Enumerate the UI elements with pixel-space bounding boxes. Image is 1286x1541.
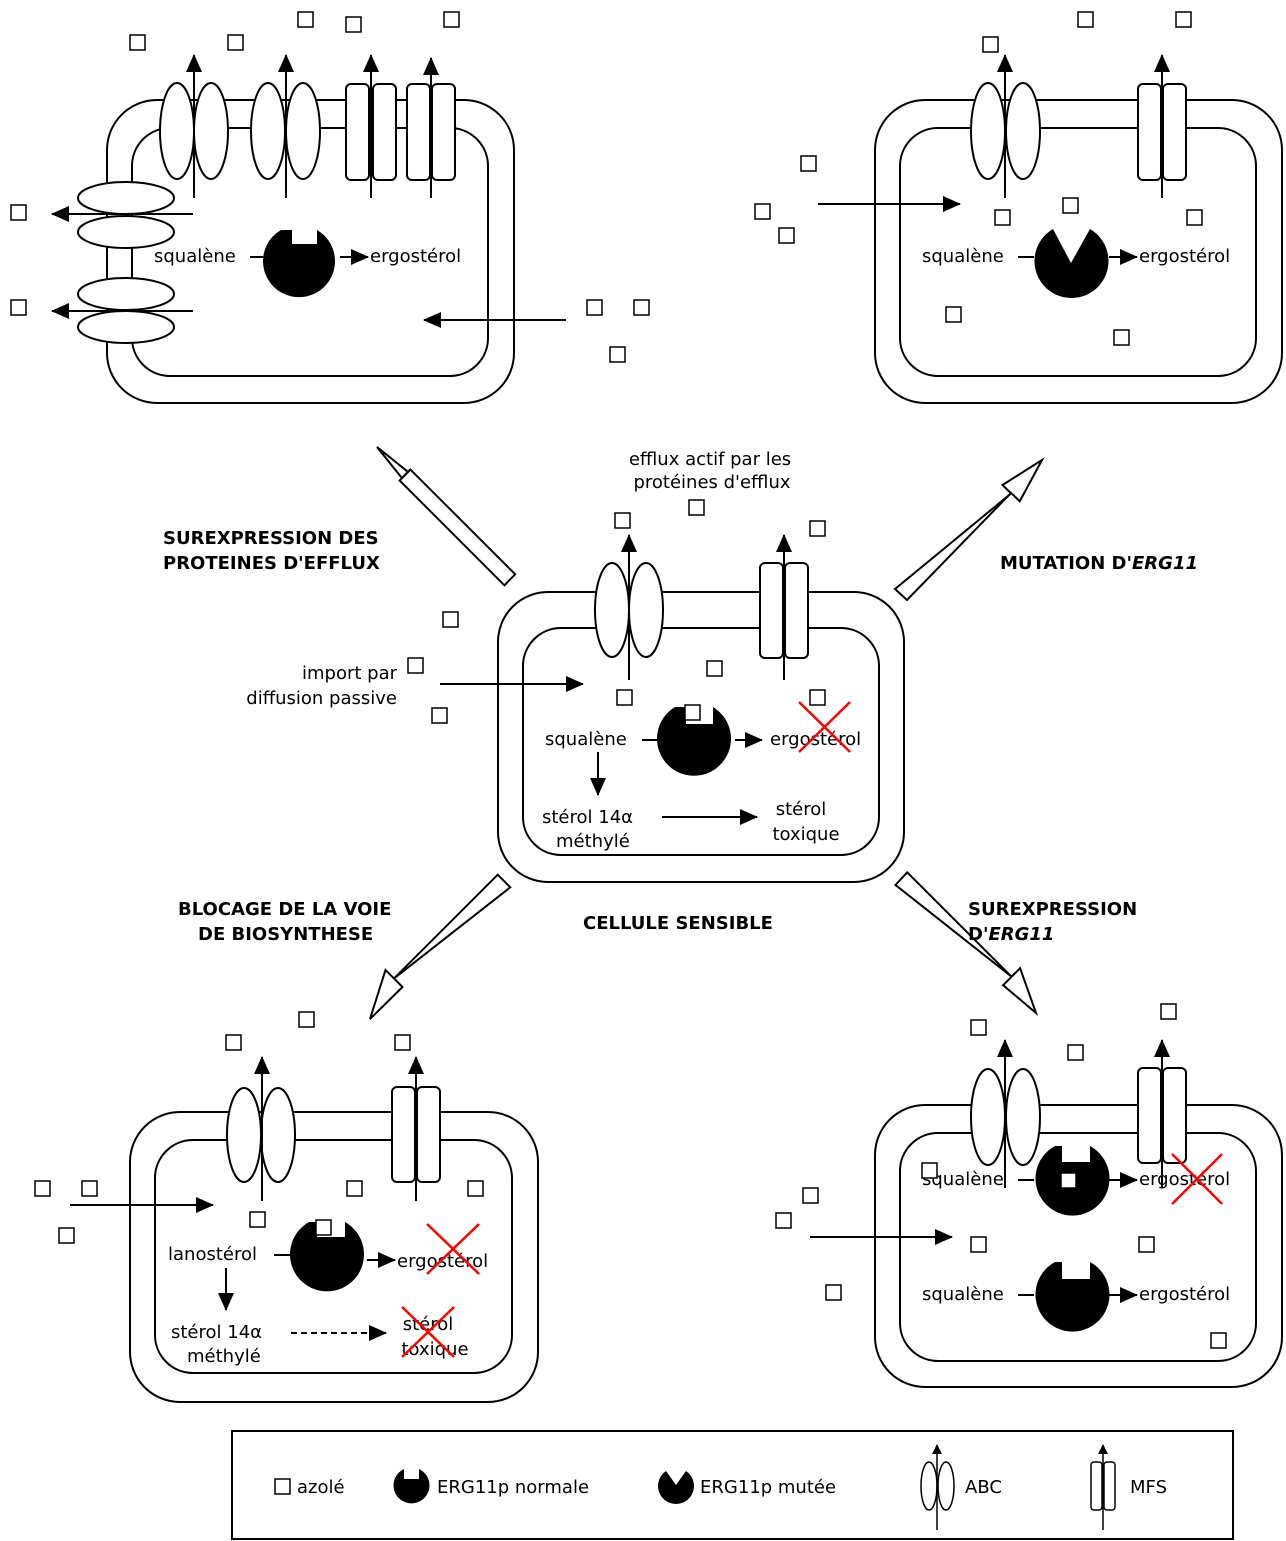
label-efflux-line1: efflux actif par les [629,449,791,470]
label-squalene: squalène [545,729,627,750]
azole-icon [754,11,1203,346]
legend: azolé ERG11p normale ERG11p mutée ABC MF… [231,1430,1234,1540]
label-sterol-14a-line1: stérol 14α [171,1322,262,1343]
label-sterol-toxic-line1: stérol [776,799,827,820]
erg11p-mutant-icon [1034,229,1109,299]
azole-icon [684,704,701,721]
label-sterol-14a-line2: méthylé [556,831,630,852]
label-import-line1: import par [302,663,398,684]
label-ergosterol: ergostérol [397,1251,488,1272]
label-sterol-14a-line1: stérol 14α [542,807,633,828]
mfs-transporter [406,57,456,198]
title-block-line2: DE BIOSYNTHESE [198,924,373,945]
label-squalene: squalène [154,246,236,267]
mfs-transporter-icon [1090,1444,1116,1530]
cross-icon [1171,1153,1223,1205]
abc-transporter [226,1056,296,1201]
label-squalene: squalène [922,1284,1004,1305]
abc-transporter [594,534,664,680]
cell-efflux-overexpression: squalène ergostérol [10,11,650,404]
abc-transporter-icon [920,1444,955,1530]
mfs-transporter [345,54,397,198]
legend-azole-label: azolé [297,1477,345,1498]
title-efflux-line1: SUREXPRESSION DES [163,528,379,549]
label-squalene: squalène [922,1169,1004,1190]
abc-transporter [250,54,321,198]
title-sensitive: CELLULE SENSIBLE [583,913,773,934]
azole-icon [315,1219,332,1236]
erg11p-normal-icon [1035,1262,1110,1332]
label-ergosterol: ergostérol [1139,246,1230,267]
legend-erg-normal-label: ERG11p normale [437,1477,589,1498]
erg11p-normal-icon [263,230,336,298]
title-efflux-line2: PROTEINES D'EFFLUX [163,553,380,574]
title-mutation: MUTATION D'ERG11 [1000,553,1198,574]
hollow-arrow-to-efflux [376,446,517,587]
cross-icon [798,701,851,753]
label-ergosterol: ergostérol [1139,1169,1230,1190]
mfs-transporter [391,1056,441,1201]
cross-icon [426,1223,480,1275]
label-sterol-14a-line2: méthylé [187,1346,261,1367]
legend-erg-mutant-label: ERG11p mutée [700,1477,836,1498]
mfs-transporter [759,534,809,680]
title-block-line1: BLOCAGE DE LA VOIE [178,899,391,920]
label-efflux-line2: protéines d'efflux [633,472,790,493]
abc-transporter [159,54,229,198]
abc-transporter [51,277,193,344]
azole-icon [1060,1172,1077,1189]
azole-icon [775,1003,1227,1349]
label-lanosterol: lanostérol [168,1244,257,1265]
abc-transporter [970,54,1041,198]
mfs-transporter [1137,54,1187,198]
cell-sensitive: efflux actif par les protéines d'efflux … [246,449,905,883]
erg11p-normal-icon [290,1222,364,1292]
erg11p-normal-icon [393,1469,430,1504]
legend-abc-label: ABC [965,1477,1002,1498]
cross-icon [401,1306,455,1358]
mfs-transporter [1137,1039,1187,1188]
label-ergosterol: ergostérol [370,246,461,267]
label-sterol-toxic-line2: toxique [772,824,839,845]
label-import-line2: diffusion passive [246,688,397,709]
label-squalene: squalène [922,246,1004,267]
abc-transporter [51,181,193,249]
label-ergosterol: ergostérol [770,729,861,750]
hollow-arrow-to-overexpression [894,870,1039,1017]
azole-icon [274,1478,291,1495]
hollow-arrow-to-block [369,873,512,1020]
erg11p-mutant-icon [658,1471,695,1504]
azole-icon [407,499,826,724]
abc-transporter [970,1039,1041,1188]
cell-biosynthesis-block: lanostérol ergostérol stérol 14α méthylé… [34,1011,539,1403]
label-ergosterol: ergostérol [1139,1284,1230,1305]
title-overexp-line2: D'ERG11 [968,924,1054,945]
cell-erg11-mutation: squalène ergostérol [754,11,1283,404]
erg11p-normal-icon [657,707,731,776]
title-overexp-line1: SUREXPRESSION [968,899,1137,920]
cell-erg11-overexpression: squalène ergostérol squalène ergostérol [775,1003,1283,1388]
azole-icon [10,11,650,363]
legend-mfs-label: MFS [1130,1477,1167,1498]
azole-icon [34,1011,484,1244]
hollow-arrow-to-mutation [893,457,1045,602]
